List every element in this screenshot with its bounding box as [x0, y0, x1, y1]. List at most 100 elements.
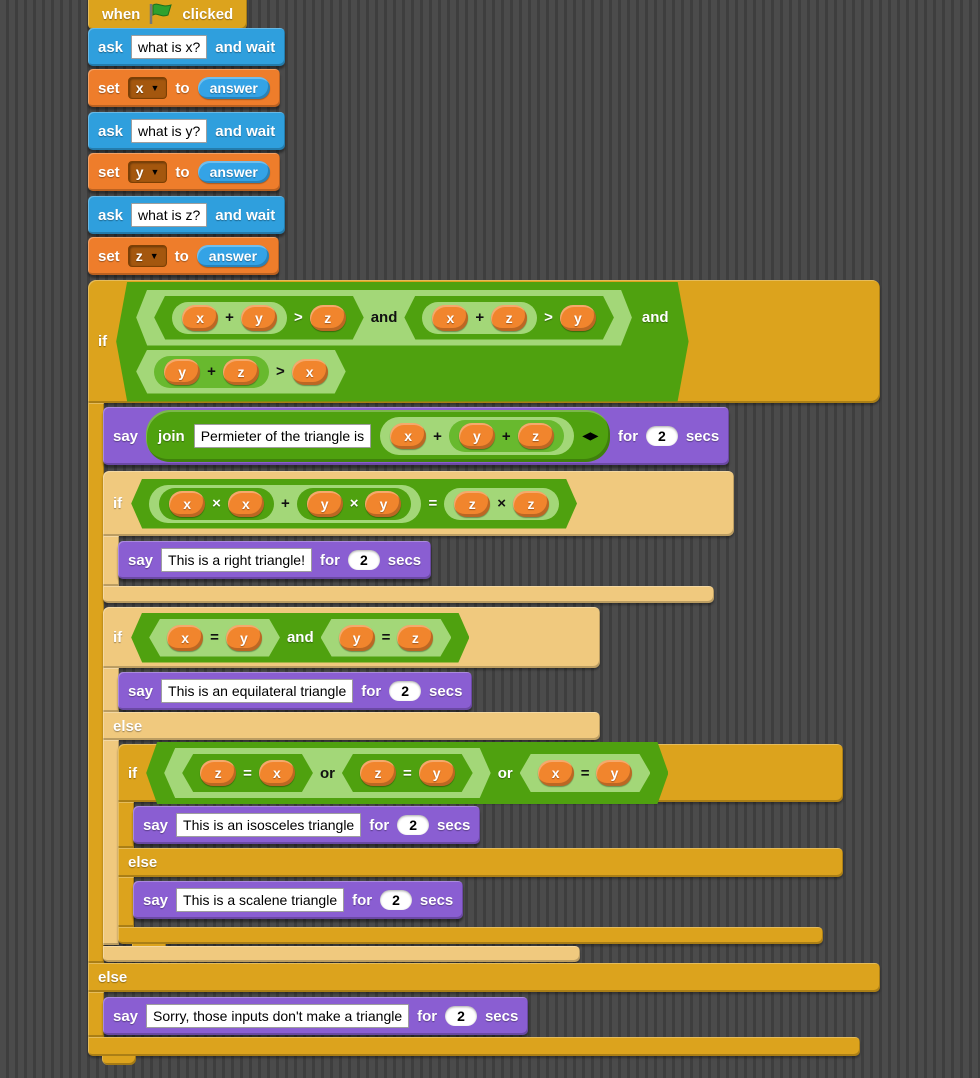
answer-reporter[interactable]: answer [197, 77, 270, 99]
if-right-triangle-header[interactable]: if x×x + y×y = z×z [103, 471, 734, 536]
variable-reporter-z[interactable]: z [223, 359, 259, 385]
variable-reporter-z[interactable]: z [397, 625, 433, 651]
variable-reporter-x[interactable]: x [292, 359, 328, 385]
equals-block[interactable]: x×x + y×y = z×z [131, 479, 577, 529]
equals-block[interactable]: z=y [342, 754, 473, 792]
question-field[interactable]: what is z? [131, 202, 208, 228]
variable-reporter-z[interactable]: z [200, 760, 236, 786]
equals-block[interactable]: y=z [321, 619, 452, 657]
join-text-field[interactable]: Permieter of the triangle is [193, 423, 372, 449]
say-sorry-block[interactable]: say Sorry, those inputs don't make a tri… [103, 997, 529, 1035]
variable-reporter-z[interactable]: z [310, 305, 346, 331]
if-isosceles-else-bar[interactable]: else [118, 848, 843, 877]
plus-block[interactable]: y+z [154, 356, 269, 388]
condition-or-outer[interactable]: z=x or z=y or x=y [146, 742, 668, 804]
duration-field[interactable]: 2 [397, 815, 430, 835]
answer-reporter[interactable]: answer [197, 161, 270, 183]
if-isosceles-header[interactable]: if z=x or z=y or x=y [118, 744, 843, 802]
variable-reporter-y[interactable]: y [596, 760, 632, 786]
equals-block[interactable]: z=x [182, 754, 313, 792]
say-text-field[interactable]: This is a right triangle! [161, 547, 312, 573]
expand-arrows-icon[interactable]: ◀▶ [582, 430, 599, 442]
variable-reporter-z[interactable]: z [491, 305, 527, 331]
variable-reporter-y[interactable]: y [560, 305, 596, 331]
duration-field[interactable]: 2 [380, 890, 412, 910]
variable-reporter-y[interactable]: y [164, 359, 200, 385]
variable-reporter-x[interactable]: x [228, 491, 264, 517]
variable-reporter-x[interactable]: x [538, 760, 574, 786]
question-field[interactable]: what is x? [131, 34, 208, 60]
ask-block-z[interactable]: ask what is z? and wait [88, 196, 286, 234]
times-block[interactable]: y×y [297, 488, 412, 520]
answer-reporter[interactable]: answer [196, 245, 270, 267]
variable-dropdown[interactable]: z▼ [127, 245, 167, 267]
variable-reporter-z[interactable]: z [517, 423, 554, 449]
variable-reporter-y[interactable]: y [339, 625, 375, 651]
variable-reporter-x[interactable]: x [169, 491, 205, 517]
variable-reporter-z[interactable]: z [454, 491, 490, 517]
variable-reporter-x[interactable]: x [390, 423, 427, 449]
say-scalene-block[interactable]: say This is a scalene triangle for 2 sec… [133, 881, 464, 919]
set-block-z[interactable]: set z▼ to answer [88, 237, 280, 275]
if-right-triangle-bottom[interactable] [103, 586, 714, 603]
variable-dropdown[interactable]: x▼ [127, 77, 168, 99]
if-equilateral-bottom[interactable] [103, 946, 580, 962]
condition-and[interactable]: x=y and y=z [131, 613, 469, 663]
variable-reporter-x[interactable]: x [167, 625, 203, 651]
say-text-field[interactable]: Sorry, those inputs don't make a triangl… [146, 1003, 410, 1029]
greater-than-block[interactable]: x+z > y [404, 296, 614, 340]
if-isosceles-bottom[interactable] [118, 927, 823, 944]
variable-reporter-y[interactable]: y [458, 423, 495, 449]
greater-than-block[interactable]: x+y > z [154, 296, 364, 340]
ask-block-x[interactable]: ask what is x? and wait [88, 28, 286, 66]
equals-block[interactable]: x=y [149, 619, 280, 657]
plus-block[interactable]: x+z [422, 302, 537, 334]
question-field[interactable]: what is y? [131, 118, 208, 144]
variable-reporter-z[interactable]: z [360, 760, 396, 786]
if-equilateral-header[interactable]: if x=y and y=z [103, 607, 600, 668]
duration-field[interactable]: 2 [389, 681, 422, 701]
if-else-outer-else-bar[interactable]: else [88, 963, 880, 992]
say-text-field[interactable]: This is an equilateral triangle [161, 678, 354, 704]
plus-block[interactable]: x+y [172, 302, 287, 334]
if-equilateral-else-bar[interactable]: else [103, 712, 600, 740]
join-block[interactable]: join Permieter of the triangle is x + y+… [146, 410, 611, 462]
if-else-outer-header[interactable]: if x+y > z and x+z > y and [88, 280, 880, 403]
variable-dropdown[interactable]: y▼ [127, 161, 168, 183]
say-perimeter-block[interactable]: say join Permieter of the triangle is x … [103, 407, 730, 465]
variable-reporter-y[interactable]: y [307, 491, 343, 517]
set-block-x[interactable]: set x▼ to answer [88, 69, 280, 107]
equals-block[interactable]: x=y [520, 754, 651, 792]
variable-reporter-x[interactable]: x [259, 760, 295, 786]
say-text-field[interactable]: This is an isosceles triangle [176, 812, 362, 838]
condition-or-inner[interactable]: z=x or z=y [164, 748, 491, 798]
duration-field[interactable]: 2 [646, 426, 678, 446]
variable-reporter-x[interactable]: x [182, 305, 218, 331]
plus-block[interactable]: y+z [448, 420, 564, 452]
plus-block[interactable]: x + y+z [380, 417, 574, 455]
condition-and-inner[interactable]: x+y > z and x+z > y [136, 290, 632, 346]
variable-reporter-y[interactable]: y [226, 625, 262, 651]
say-text-field[interactable]: This is a scalene triangle [176, 887, 345, 913]
and-label: and [286, 629, 314, 646]
duration-field[interactable]: 2 [347, 550, 380, 570]
variable-reporter-y[interactable]: y [365, 491, 401, 517]
duration-field[interactable]: 2 [445, 1006, 477, 1026]
say-right-triangle-block[interactable]: say This is a right triangle! for 2 secs [118, 541, 432, 579]
times-block[interactable]: x×x [159, 488, 274, 520]
say-isosceles-block[interactable]: say This is an isosceles triangle for 2 … [133, 806, 481, 844]
variable-reporter-x[interactable]: x [432, 305, 468, 331]
greater-than-block[interactable]: y+z > x [136, 350, 346, 394]
say-equilateral-block[interactable]: say This is an equilateral triangle for … [118, 672, 473, 710]
ask-block-y[interactable]: ask what is y? and wait [88, 112, 286, 150]
set-block-y[interactable]: set y▼ to answer [88, 153, 280, 191]
condition-and-outer[interactable]: x+y > z and x+z > y and y+z > [116, 282, 688, 402]
variable-reporter-z[interactable]: z [513, 491, 549, 517]
when-flag-clicked-block[interactable]: when clicked [88, 0, 248, 30]
times-block[interactable]: z×z [444, 488, 559, 520]
plus-block[interactable]: x×x + y×y [149, 485, 421, 523]
if-else-outer-bottom[interactable] [88, 1037, 860, 1056]
variable-reporter-y[interactable]: y [241, 305, 277, 331]
variable-reporter-y[interactable]: y [419, 760, 455, 786]
